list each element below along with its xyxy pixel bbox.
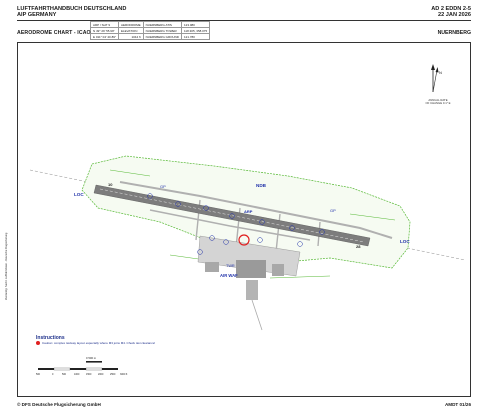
scale-tick: 1500: [86, 373, 92, 376]
page-reference: AD 2 EDDN 2-5 22 JAN 2026: [431, 6, 471, 19]
field-line: [349, 213, 396, 221]
parking-area: [246, 280, 258, 300]
copyright: © DFS Deutsche Flugsicherung GmbH: [17, 402, 101, 407]
page-number: AD 2 EDDN 2-5: [431, 6, 471, 12]
glidepath-east-label: GP: [330, 208, 336, 213]
scale-ticks: 500 0 500 1000 1500 2000 2500 3000 ft: [36, 373, 128, 376]
scale-tick: 500: [36, 373, 41, 376]
scale-label: 0 500 m: [86, 356, 97, 360]
table-cell: E 011° 04' 40.89": [90, 33, 119, 41]
instructions-heading: Instructions: [36, 335, 65, 341]
localizer-west-label: LOC: [74, 192, 84, 197]
scale-tick: 2500: [110, 373, 116, 376]
north-label: N: [439, 70, 442, 75]
taxiway-south: [149, 209, 311, 241]
terminal-building: [236, 260, 266, 278]
publication-subtitle: AIP GERMANY: [17, 12, 57, 19]
responsibility-note: Zuständig: Nachr. Luftfahrtdaten - Deuts…: [5, 232, 8, 300]
chart-title: AERODROME CHART - ICAO: [17, 30, 91, 36]
hangar: [205, 262, 219, 272]
table-cell: 121.780: [180, 33, 211, 41]
north-arrow-icon: N: [431, 64, 442, 93]
scale-bar: [38, 361, 118, 371]
runway-threshold-east: 28: [356, 244, 361, 249]
runway-threshold-west: 10: [108, 182, 113, 187]
hangar: [272, 264, 284, 276]
magvar-line: OF CHANGE 0.1° E: [425, 101, 451, 106]
amendment-number: AMDT 01/26: [444, 402, 471, 407]
terminal-label: AIR WAF: [220, 273, 238, 278]
localizer-east-label: LOC: [400, 239, 410, 244]
hot-spot-marker-icon: [36, 341, 40, 345]
ndb-label: NDB: [256, 183, 267, 188]
header-rule: [17, 20, 471, 21]
scale-tick: 1000: [74, 373, 80, 376]
arp-label: ARP: [244, 209, 253, 214]
field-line: [109, 169, 151, 177]
instruction-text: Caution: complex taxiway layout especial…: [42, 341, 156, 345]
effective-date: 22 JAN 2026: [438, 12, 471, 19]
scale-tick: 2000: [98, 373, 104, 376]
chart-frame: [17, 42, 471, 397]
magnetic-variation-note: ANNUAL RATE OF CHANGE 0.1° E: [408, 98, 468, 106]
magvar-line: ANNUAL RATE: [428, 98, 448, 102]
access-road: [251, 299, 263, 331]
instruction-item: Caution: complex taxiway layout especial…: [36, 341, 155, 345]
publication-header: LUFTFAHRTHANDBUCH DEUTSCHLAND AIP GERMAN…: [17, 6, 126, 19]
hot-spot-icon: [238, 234, 250, 246]
table-cell: NUERNBERG GROUND: [142, 33, 182, 41]
tower-label: TWR: [226, 264, 235, 268]
frequency-table: ARP / SHT 9 AERODROME NUERNBERG ATIS 123…: [90, 20, 211, 41]
glidepath-west-label: GP: [160, 184, 166, 189]
taxiway-designators: [147, 193, 325, 255]
scale-tick: 3000 ft: [120, 373, 128, 376]
scale-tick: 500: [62, 373, 67, 376]
scale-tick: 0: [52, 373, 54, 376]
aerodrome-boundary: [81, 155, 411, 269]
field-line: [269, 275, 331, 279]
taxiway-parallel: [119, 181, 393, 239]
runway: [93, 184, 371, 247]
table-row: E 011° 04' 40.89" 1044 ft NUERNBERG GROU…: [90, 33, 211, 41]
aerodrome-name: NUERNBERG: [437, 30, 471, 36]
publication-title: LUFTFAHRTHANDBUCH DEUTSCHLAND: [17, 6, 127, 12]
